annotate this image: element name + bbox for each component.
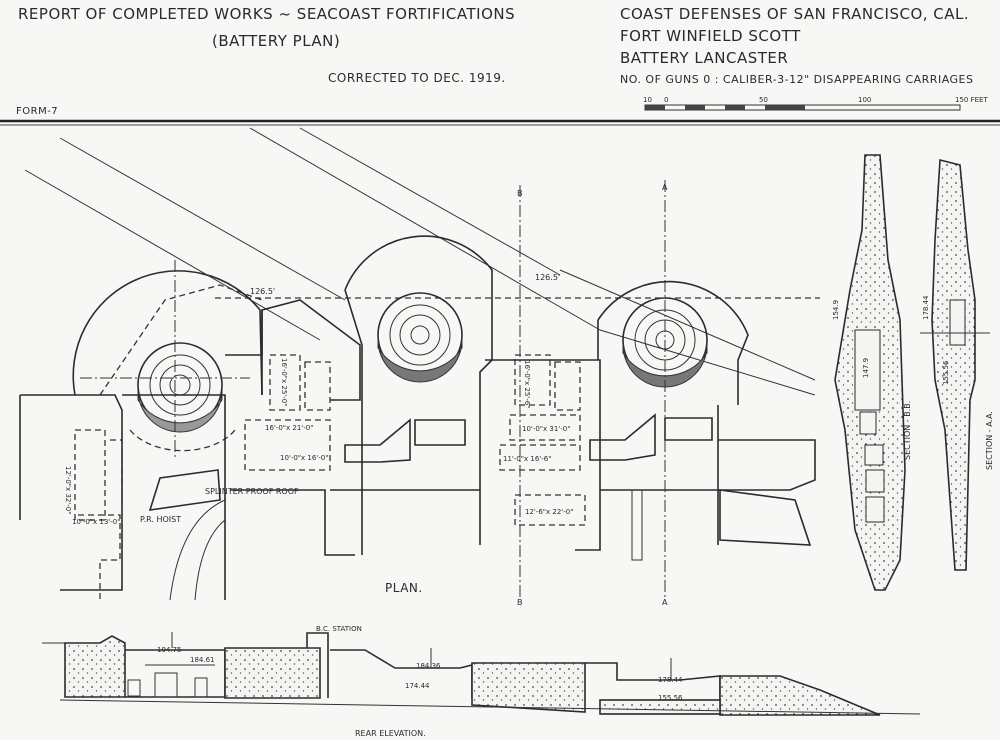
elevation-label: 174.44 [405,682,430,690]
room-dimension: 16'-0"x 25'-0" [280,358,288,406]
room-dimension: 10'-0"x 31'-0" [522,425,570,433]
rear-elevation-label: REAR ELEVATION. [355,729,426,738]
form-number: FORM-7 [16,106,58,117]
dimension-label: 126.5' [250,287,275,296]
battery-name: BATTERY LANCASTER [620,49,788,67]
room-dimension: 10'-0"x 16'-0" [280,454,328,462]
splinter-proof-roof-label: SPLINTER PROOF ROOF [205,487,299,496]
dimension-label: 126.5' [535,273,560,282]
report-title: REPORT OF COMPLETED WORKS ~ SEACOAST FOR… [18,5,515,23]
section-a-marker: A [662,183,668,192]
report-subtitle: (BATTERY PLAN) [212,32,340,50]
scale-tick: 0 [664,96,668,104]
room-dimension: 11'-0"x 16'-6" [503,455,551,463]
elevation-label: 147.9 [862,358,870,378]
elevation-label: 194.75 [157,646,182,654]
section-aa-label: SECTION - A.A. [985,411,994,470]
section-bb: 154.9 147.9 SECTION - B.B. [832,154,912,591]
room-dimension: 10'-0"x 13'-0" [72,518,120,526]
elevation-label: 154.9 [832,300,840,320]
scale-tick: 50 [759,96,768,104]
scale-tick: 150 FEET [955,96,988,104]
section-a-marker: A [662,598,668,607]
rear-elevation: B.C. STATION 194.75 184.61 184.36 174.44… [42,625,921,738]
guns-caliber: NO. OF GUNS 0 : CALIBER-3-12" DISAPPEARI… [620,73,974,86]
header: REPORT OF COMPLETED WORKS ~ SEACOAST FOR… [16,5,974,117]
corrected-date: CORRECTED TO DEC. 1919. [328,71,506,85]
section-bb-label: SECTION - B.B. [903,401,912,460]
bc-station-label: B.C. STATION [316,625,362,633]
elevation-label: 155.56 [942,360,950,385]
room-dimension: 12'-0"x 32'-0" [64,466,72,514]
scale-tick: 10 [643,96,652,104]
fort-name: FORT WINFIELD SCOTT [620,27,801,45]
section-aa: 178.44 155.56 SECTION - A.A. [920,158,994,571]
scale-bar: 10 0 50 100 150 FEET [643,96,988,111]
room-dimension: 16'-0"x 25'-6" [523,360,531,408]
coast-defenses-title: COAST DEFENSES OF SAN FRANCISCO, CAL. [620,5,969,23]
room-dimension: 12'-6"x 22'-0" [525,508,573,516]
plan-view: SPLINTER PROOF ROOF P.R. HOIST 12'-0"x 3… [19,127,820,607]
plan-label: PLAN. [385,581,423,595]
elevation-label: 178.44 [922,295,930,320]
elevation-label: 178.44 [658,676,683,684]
section-b-marker: B [517,189,523,198]
elevation-label: 184.36 [416,662,441,670]
room-dimension: 16'-0"x 21'-0" [265,424,313,432]
hoist-label: P.R. HOIST [140,515,181,524]
scale-tick: 100 [858,96,871,104]
elevation-label: 155.56 [658,694,683,702]
section-b-marker: B [517,598,523,607]
elevation-label: 184.61 [190,656,215,664]
